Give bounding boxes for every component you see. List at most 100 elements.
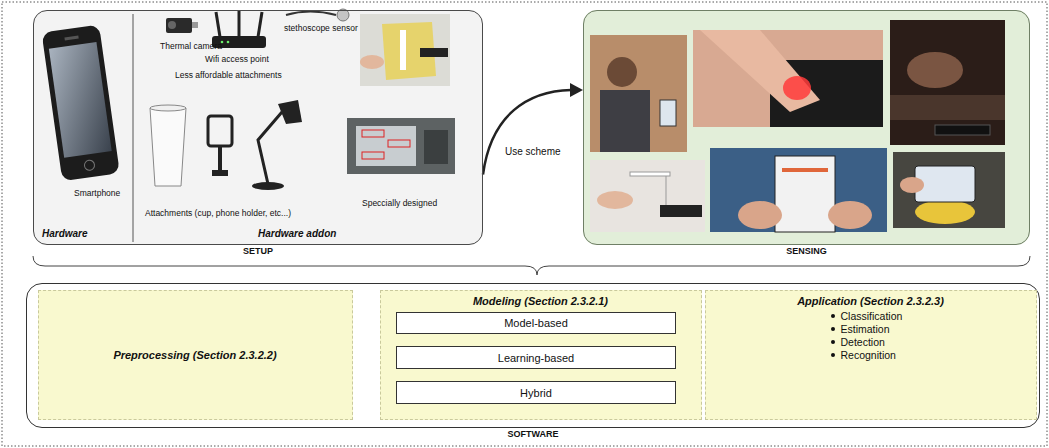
modeling-box: Modeling (Section 2.3.2.1)Model-basedLea… bbox=[380, 290, 702, 420]
group-label: Less affordable attachments bbox=[175, 70, 282, 80]
panel-heading: SOFTWARE bbox=[27, 429, 1039, 439]
holder-clamp bbox=[208, 116, 232, 146]
camera-plug bbox=[192, 22, 198, 28]
lamp-shade bbox=[278, 100, 302, 124]
box-text: Model-based bbox=[504, 317, 568, 329]
sensing-photo-5 bbox=[710, 148, 887, 232]
antenna bbox=[216, 12, 220, 37]
holder-base bbox=[212, 170, 228, 176]
phone bbox=[775, 156, 835, 232]
box-heading: Preprocessing (Section 2.3.2.2) bbox=[113, 349, 276, 361]
edge-label: Use scheme bbox=[503, 146, 563, 158]
red-box bbox=[362, 152, 384, 159]
list-item: Estimation bbox=[831, 323, 1036, 336]
photo-ground bbox=[347, 118, 455, 174]
holder-arm bbox=[218, 146, 222, 172]
group-label: Speccially designed bbox=[362, 198, 437, 208]
sensing-photo-4 bbox=[590, 160, 705, 232]
divider-line bbox=[133, 14, 134, 242]
cup-body bbox=[150, 108, 186, 186]
finger bbox=[597, 191, 633, 209]
antenna bbox=[238, 10, 241, 37]
curved-arrow bbox=[483, 83, 583, 175]
lamp-arm bbox=[258, 112, 282, 184]
sensing-photo-6 bbox=[893, 152, 1005, 228]
special-photo-1 bbox=[360, 14, 450, 86]
sensing-photo-1 bbox=[590, 35, 687, 152]
phone bbox=[660, 205, 702, 217]
cable bbox=[286, 12, 336, 16]
list-text: Recognition bbox=[841, 349, 896, 362]
method-box: Learning-based bbox=[396, 346, 676, 369]
pillow bbox=[890, 95, 1005, 120]
setup-fill bbox=[33, 10, 483, 245]
hand bbox=[738, 201, 782, 229]
section-label: Hardware bbox=[42, 229, 88, 239]
panel-heading: SETUP bbox=[34, 246, 482, 256]
smartphone-icon bbox=[42, 25, 120, 182]
phone-button bbox=[84, 160, 95, 171]
photo-ground bbox=[360, 14, 450, 86]
panel-heading: SENSING bbox=[584, 246, 1029, 256]
phone bbox=[660, 100, 676, 126]
part-label: Thermal camera bbox=[160, 41, 222, 51]
hand bbox=[900, 177, 924, 193]
cup bbox=[915, 200, 975, 224]
phone-body bbox=[42, 25, 120, 182]
cup-icon bbox=[150, 105, 186, 186]
sensing-panel: SENSING bbox=[583, 10, 1030, 245]
hand bbox=[360, 55, 384, 69]
cup-rim bbox=[150, 105, 186, 111]
antenna bbox=[258, 12, 262, 37]
brace bbox=[33, 256, 1030, 275]
box-text: Hybrid bbox=[520, 387, 552, 399]
arrow-shaft bbox=[483, 90, 571, 175]
application-box: Application (Section 2.3.2.3) Classificat… bbox=[705, 290, 1037, 420]
sensing-photo-3 bbox=[890, 20, 1005, 145]
list-item: Classification bbox=[831, 310, 1036, 323]
finger bbox=[700, 30, 820, 112]
photo-ground bbox=[893, 152, 1005, 228]
phone-screen bbox=[49, 42, 112, 158]
bullet-dot bbox=[831, 327, 835, 331]
panel bbox=[356, 126, 416, 166]
method-box: Model-based bbox=[396, 312, 676, 334]
lamp-icon bbox=[252, 100, 302, 190]
red-box bbox=[362, 130, 384, 137]
head bbox=[907, 52, 963, 88]
photo-ground bbox=[710, 148, 887, 232]
bullet-dot bbox=[831, 353, 835, 357]
photo-ground bbox=[693, 30, 883, 127]
hand bbox=[828, 201, 872, 229]
part-label: Wifi access point bbox=[205, 54, 269, 64]
photo-ground bbox=[590, 35, 687, 152]
phone bbox=[935, 125, 990, 135]
list-text: Estimation bbox=[841, 323, 890, 336]
device bbox=[420, 48, 448, 57]
list-text: Detection bbox=[841, 336, 885, 349]
section-label: Hardware addon bbox=[258, 229, 336, 239]
arrowhead bbox=[570, 83, 583, 97]
attachment-leg bbox=[666, 176, 667, 205]
preprocessing-box: Preprocessing (Section 2.3.2.2) bbox=[38, 290, 353, 420]
part-label: stethoscope sensor bbox=[284, 23, 358, 33]
device bbox=[424, 130, 448, 164]
part-label: Smartphone bbox=[74, 188, 120, 198]
photo-ground bbox=[890, 20, 1005, 145]
sensing-photo-2 bbox=[693, 30, 883, 127]
bullet-dot bbox=[831, 340, 835, 344]
method-box: Hybrid bbox=[396, 381, 676, 404]
list-text: Classification bbox=[841, 310, 903, 323]
group-label: Attachments (cup, phone holder, etc...) bbox=[145, 208, 291, 218]
led bbox=[227, 41, 230, 44]
list-item: Recognition bbox=[831, 349, 1036, 362]
camera-body bbox=[166, 18, 192, 33]
red-glow bbox=[783, 76, 811, 100]
phone-holder-icon bbox=[208, 116, 232, 176]
software-panel: SOFTWAREPreprocessing (Section 2.3.2.2)M… bbox=[26, 283, 1040, 428]
box-heading: Application (Section 2.3.2.3) bbox=[706, 295, 1036, 307]
strip bbox=[400, 30, 406, 70]
list-item: Detection bbox=[831, 336, 1036, 349]
